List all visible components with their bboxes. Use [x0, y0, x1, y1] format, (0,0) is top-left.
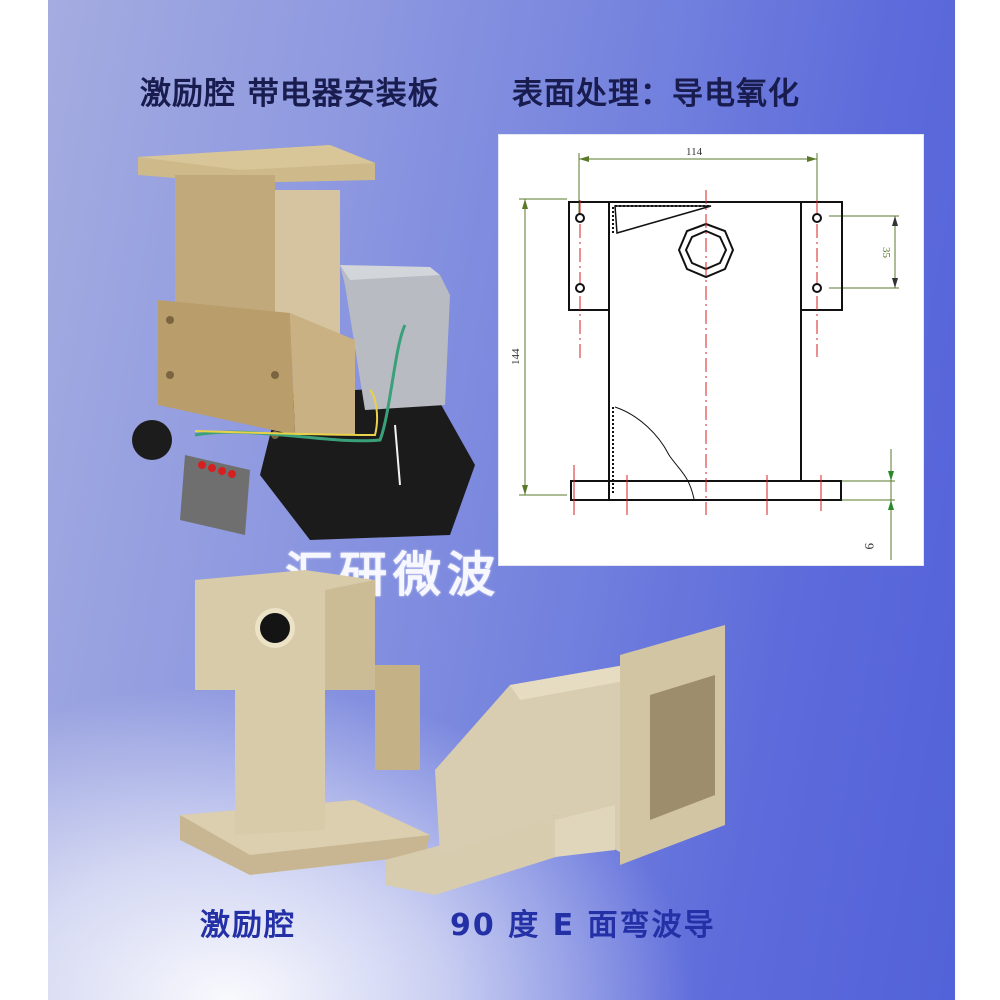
cavity-photo — [180, 570, 430, 875]
caption-bend: 90 度 E 面弯波导 — [450, 908, 716, 943]
heading-right: 表面处理：导电氧化 — [512, 76, 800, 112]
heading-left: 激励腔 带电器安装板 — [140, 76, 440, 112]
dim-height-label: 144 — [510, 348, 522, 365]
bend-photo — [385, 625, 725, 895]
technical-drawing: 114 144 35 9 — [498, 134, 924, 566]
cavity-with-mount-photo — [132, 145, 475, 540]
dim-thickness-label: 9 — [862, 543, 877, 550]
dim-spacing-label: 35 — [880, 247, 892, 259]
dim-width-label: 114 — [686, 146, 703, 158]
caption-cavity: 激励腔 — [200, 908, 296, 943]
